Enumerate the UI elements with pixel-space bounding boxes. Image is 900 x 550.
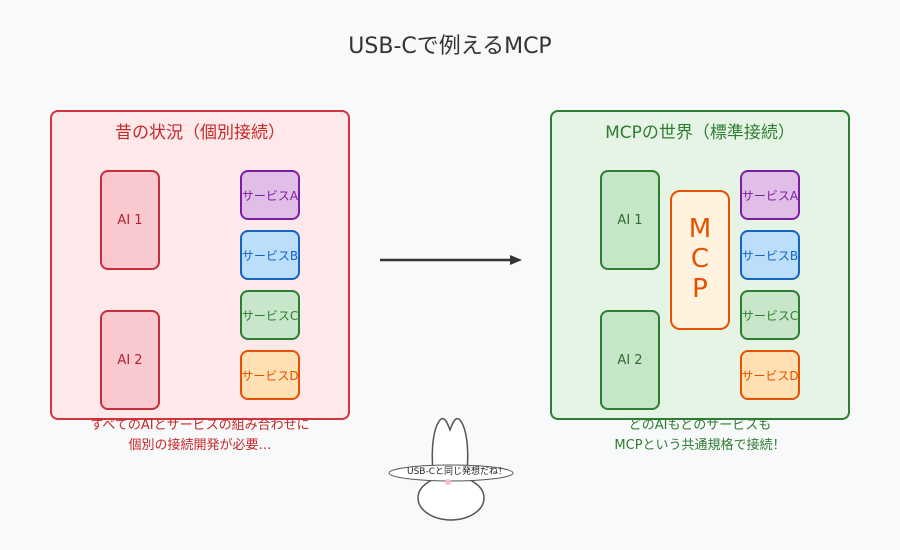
legacy-service-d: サービスD bbox=[240, 350, 300, 400]
mascot-speech: USB-Cと同じ発想だね！ bbox=[406, 467, 507, 477]
transition-arrow-head bbox=[510, 255, 522, 265]
mcp-service-a: サービスA bbox=[740, 170, 800, 220]
mcp-service-c: サービスC bbox=[740, 290, 800, 340]
legacy-service-b: サービスB bbox=[240, 230, 300, 280]
mcp-caption-line-1: どのAIもどのサービスも bbox=[628, 418, 772, 433]
mcp-ai-2: AI 2 bbox=[600, 310, 660, 410]
legacy-caption-line-2: 個別の接続開発が必要… bbox=[128, 437, 272, 453]
mcp-service-d: サービスD bbox=[740, 350, 800, 400]
legacy-caption: すべてのAIとサービスの組み合わせに 個別の接続開発が必要… bbox=[50, 416, 350, 455]
legacy-caption-line-1: すべてのAIとサービスの組み合わせに bbox=[90, 418, 310, 433]
mascot-illustration bbox=[388, 418, 514, 521]
mcp-hub: M C P bbox=[670, 190, 730, 330]
legacy-panel bbox=[50, 110, 350, 420]
mcp-caption-line-2: MCPという共通規格で接続！ bbox=[614, 437, 786, 453]
mcp-caption: どのAIもどのサービスも MCPという共通規格で接続！ bbox=[550, 416, 850, 455]
mcp-panel-title: MCPの世界（標準接続） bbox=[605, 123, 795, 143]
mcp-ai-1: AI 1 bbox=[600, 170, 660, 270]
legacy-panel-title: 昔の状況（個別接続） bbox=[115, 123, 285, 143]
page-title: USB-Cで例えるMCP bbox=[348, 34, 552, 59]
legacy-ai-2: AI 2 bbox=[100, 310, 160, 410]
legacy-service-a: サービスA bbox=[240, 170, 300, 220]
legacy-ai-1: AI 1 bbox=[100, 170, 160, 270]
mcp-service-b: サービスB bbox=[740, 230, 800, 280]
legacy-service-c: サービスC bbox=[240, 290, 300, 340]
